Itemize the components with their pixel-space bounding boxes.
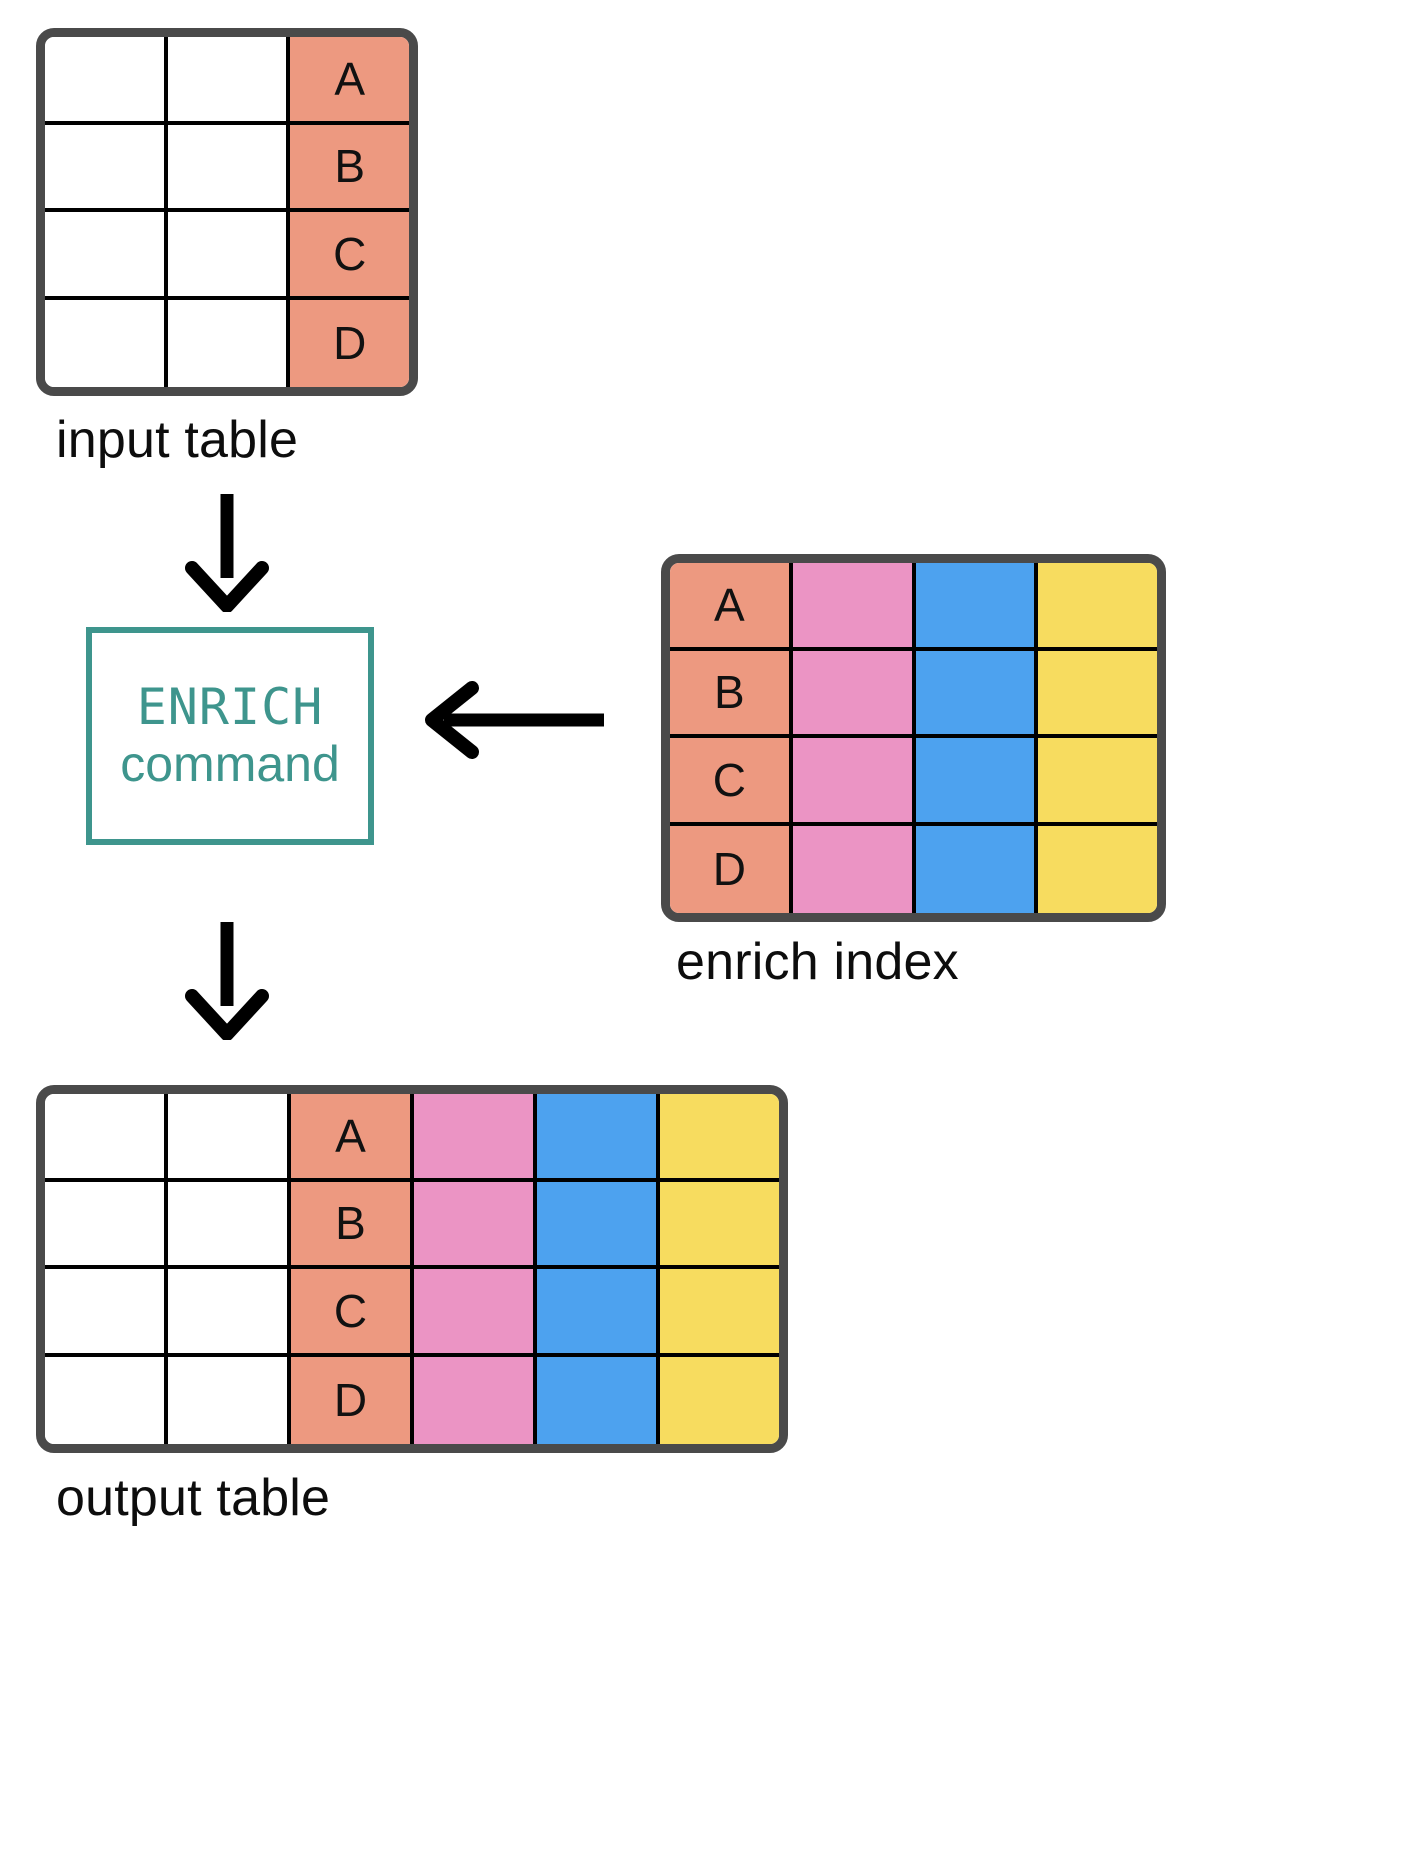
input-table-row: D xyxy=(45,299,409,387)
enrich-index-cell-match-key-col: A xyxy=(670,563,793,651)
output-table-cell-key-col: C xyxy=(291,1269,414,1357)
input-table-cell-blank-col-1 xyxy=(45,124,168,212)
enrich-index-cell-enrich-field-2 xyxy=(915,650,1039,738)
input-table-cell-blank-col-2 xyxy=(167,37,291,125)
output-table-cell-key-col: B xyxy=(291,1181,414,1269)
output-table-cell-enrich-field-2 xyxy=(537,1094,660,1182)
output-table-cell-enrich-field-1 xyxy=(414,1356,537,1444)
input-table-cell-key-col: D xyxy=(290,299,409,387)
enrich-index-cell-match-key-col: B xyxy=(670,650,793,738)
enrich-index-row: B xyxy=(670,650,1157,738)
enrich-index-cell-enrich-field-2 xyxy=(915,825,1039,913)
enrich-index-cell-enrich-field-1 xyxy=(792,650,916,738)
input-table-cell-key-col: B xyxy=(290,124,409,212)
output-table-cell-blank-col-1 xyxy=(45,1356,168,1444)
output-table-cell-blank-col-1 xyxy=(45,1094,168,1182)
output-table-cell-key-col: A xyxy=(291,1094,414,1182)
output-table-cell-blank-col-1 xyxy=(45,1181,168,1269)
enrich-index-cell-enrich-field-3 xyxy=(1038,563,1157,651)
input-table-row: C xyxy=(45,212,409,300)
output-table-cell-enrich-field-1 xyxy=(414,1181,537,1269)
output-table-cell-blank-col-2 xyxy=(168,1269,291,1357)
output-table-cell-enrich-field-1 xyxy=(414,1269,537,1357)
enrich-command-box[interactable]: ENRICH command xyxy=(86,627,374,845)
arrow-index-to-command-icon xyxy=(425,681,604,759)
output-table-cell-enrich-field-2 xyxy=(537,1181,660,1269)
input-table-caption: input table xyxy=(56,411,299,469)
input-table-cell-blank-col-1 xyxy=(45,299,168,387)
input-table-cell-key-col: C xyxy=(290,212,409,300)
enrich-index-cell-enrich-field-3 xyxy=(1038,650,1157,738)
enrich-index-row: D xyxy=(670,825,1157,913)
output-table-cell-enrich-field-3 xyxy=(660,1181,779,1269)
enrich-index-cell-enrich-field-3 xyxy=(1038,825,1157,913)
enrich-index-cell-enrich-field-1 xyxy=(792,825,916,913)
arrow-command-to-output-icon xyxy=(185,922,269,1040)
enrich-index-cell-match-key-col: C xyxy=(670,738,793,826)
input-table-cell-blank-col-2 xyxy=(167,299,291,387)
enrich-index-cell-enrich-field-2 xyxy=(915,563,1039,651)
output-table-cell-enrich-field-3 xyxy=(660,1269,779,1357)
input-table-cell-blank-col-1 xyxy=(45,212,168,300)
output-table-row: A xyxy=(45,1094,779,1182)
input-table-cell-key-col: A xyxy=(290,37,409,125)
output-table-cell-blank-col-2 xyxy=(168,1094,291,1182)
output-table-row: D xyxy=(45,1356,779,1444)
enrich-index-caption: enrich index xyxy=(676,933,959,991)
output-table-cell-enrich-field-3 xyxy=(660,1094,779,1182)
enrich-command-keyword: ENRICH xyxy=(136,677,324,736)
enrich-index-cell-enrich-field-1 xyxy=(792,563,916,651)
output-table-cell-enrich-field-2 xyxy=(537,1356,660,1444)
output-table-cell-blank-col-2 xyxy=(168,1356,291,1444)
output-table-cell-enrich-field-1 xyxy=(414,1094,537,1182)
enrich-command-word: command xyxy=(120,736,340,792)
output-table-cell-enrich-field-2 xyxy=(537,1269,660,1357)
input-table-cell-blank-col-2 xyxy=(167,124,291,212)
input-table-row: A xyxy=(45,37,409,125)
enrich-index-cell-match-key-col: D xyxy=(670,825,793,913)
enrich-index-cell-enrich-field-1 xyxy=(792,738,916,826)
input-table-row: B xyxy=(45,124,409,212)
enrich-index-row: A xyxy=(670,563,1157,651)
input-table-cell-blank-col-1 xyxy=(45,37,168,125)
enrich-index-row: C xyxy=(670,738,1157,826)
input-table-cell-blank-col-2 xyxy=(167,212,291,300)
output-table-caption: output table xyxy=(56,1469,331,1527)
arrow-input-to-command-icon xyxy=(185,494,269,612)
output-table-row: B xyxy=(45,1181,779,1269)
enrich-index-cell-enrich-field-2 xyxy=(915,738,1039,826)
output-table-row: C xyxy=(45,1269,779,1357)
output-table-cell-key-col: D xyxy=(291,1356,414,1444)
output-table-cell-enrich-field-3 xyxy=(660,1356,779,1444)
output-table-cell-blank-col-1 xyxy=(45,1269,168,1357)
output-table-cell-blank-col-2 xyxy=(168,1181,291,1269)
enrich-index-cell-enrich-field-3 xyxy=(1038,738,1157,826)
